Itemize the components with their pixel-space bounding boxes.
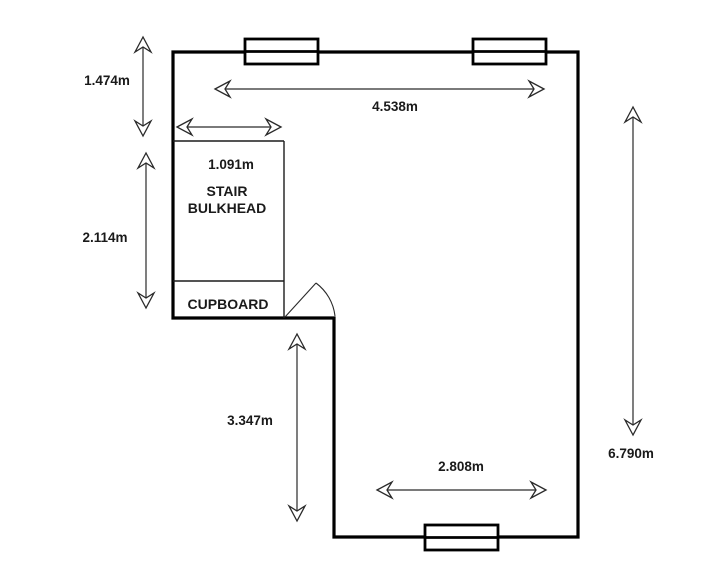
arrowhead-right-icon xyxy=(527,79,546,99)
arrowhead-up-icon xyxy=(623,105,643,124)
door-leaf xyxy=(284,282,317,318)
dim-label-top-wall: 4.538m xyxy=(372,99,418,114)
arrowhead-up-icon xyxy=(136,151,156,170)
arrowhead-left-icon xyxy=(375,480,394,500)
dim-arrow-top-wall xyxy=(213,79,546,99)
dim-arrow-bulkhead-width xyxy=(175,117,283,137)
stair-bulkhead-label-line2: BULKHEAD xyxy=(188,200,267,216)
window-bottom-icon xyxy=(423,523,500,552)
arrowhead-down-icon xyxy=(623,418,643,437)
dim-arrow-right-wall xyxy=(623,105,643,437)
dim-arrow-upper-left-wall xyxy=(133,35,153,138)
cupboard-label: CUPBOARD xyxy=(188,296,269,312)
door-swing-icon xyxy=(284,282,336,318)
stair-bulkhead-box xyxy=(173,140,285,318)
dim-label-lower-left-wall: 3.347m xyxy=(227,413,273,428)
arrowhead-up-icon xyxy=(287,332,307,351)
window-top-left-icon xyxy=(243,37,320,66)
dim-label-bottom-wall: 2.808m xyxy=(438,459,484,474)
stair-bulkhead-label-line1: STAIR xyxy=(207,183,248,199)
arrowhead-right-icon xyxy=(264,117,283,137)
arrowhead-up-icon xyxy=(133,35,153,54)
dim-label-right-wall: 6.790m xyxy=(608,446,654,461)
arrowhead-down-icon xyxy=(136,291,156,310)
arrowhead-down-icon xyxy=(287,504,307,523)
arrowhead-left-icon xyxy=(175,117,194,137)
door-arc xyxy=(315,282,336,317)
dim-arrow-bottom-wall xyxy=(375,480,548,500)
window-top-right-icon xyxy=(471,37,548,66)
dim-label-upper-left-wall: 1.474m xyxy=(84,73,130,88)
room-outline-walls xyxy=(171,50,580,539)
arrowhead-right-icon xyxy=(529,480,548,500)
dim-arrow-bulkhead-left-wall xyxy=(136,151,156,310)
dim-label-bulkhead-width: 1.091m xyxy=(208,157,254,172)
arrowhead-left-icon xyxy=(213,79,232,99)
dim-label-bulkhead-left-wall: 2.114m xyxy=(82,230,127,245)
dim-arrow-lower-left-wall xyxy=(287,332,307,523)
arrowhead-down-icon xyxy=(133,119,153,138)
